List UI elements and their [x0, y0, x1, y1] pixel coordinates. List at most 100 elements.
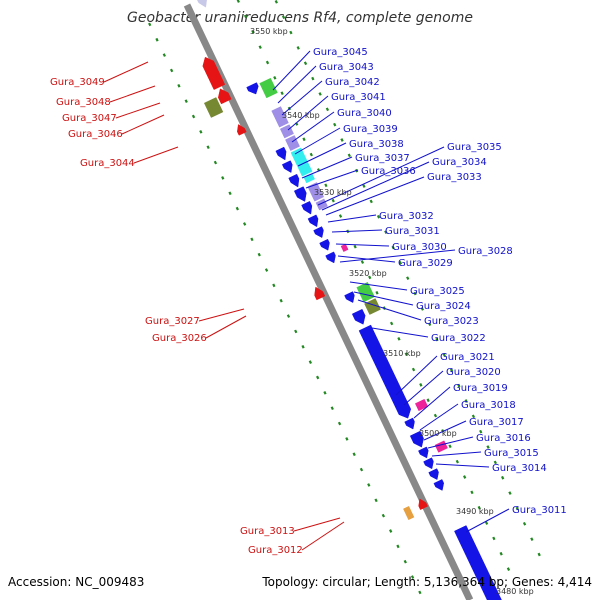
tick-label: 3540 kbp — [282, 111, 320, 120]
tick-label: 3510 kbp — [383, 349, 421, 358]
gene-label: Gura_3021 — [440, 352, 495, 363]
forward-gene — [275, 146, 287, 161]
feature-block — [403, 505, 415, 521]
connector-line — [293, 517, 341, 532]
feature-block — [434, 440, 448, 453]
forward-gene — [307, 214, 319, 228]
connector-line — [357, 299, 422, 321]
gene-features — [197, 0, 502, 600]
gene-label: Gura_3043 — [319, 62, 374, 73]
gene-label: Gura_3041 — [331, 92, 386, 103]
gene-label: Gura_3015 — [484, 448, 539, 459]
gene-label: Gura_3042 — [325, 77, 380, 88]
accession-text: Accession: NC_009483 — [8, 575, 144, 589]
tick-label: 3520 kbp — [349, 269, 387, 278]
forward-gene — [423, 457, 434, 470]
tick-label: 3480 kbp — [496, 587, 534, 596]
connector-line — [335, 243, 390, 247]
connector-line — [353, 291, 414, 306]
forward-gene — [351, 308, 366, 325]
gene-label: Gura_3049 — [50, 77, 105, 88]
connector-line — [419, 403, 459, 431]
gene-label: Gura_3024 — [416, 301, 471, 312]
forward-gene — [301, 200, 313, 215]
connector-line — [205, 315, 247, 339]
forward-gene — [409, 430, 424, 448]
connector-line — [294, 127, 341, 155]
connector-line — [272, 50, 311, 91]
scale-ticks: 3550 kbp 3540 kbp 3530 kbp 3520 kbp 3510… — [250, 27, 534, 596]
gene-label: Gura_3035 — [447, 142, 502, 153]
connector-line — [423, 420, 467, 441]
forward-gene — [404, 417, 415, 430]
tick-label: 3500 kbp — [419, 429, 457, 438]
connector-line — [301, 521, 345, 551]
gene-label: Gura_3011 — [512, 505, 567, 516]
gene-label: Gura_3017 — [469, 417, 524, 428]
gene-label: Gura_3028 — [458, 246, 513, 257]
forward-gene-labels: Gura_3045 Gura_3043 Gura_3042 Gura_3041 … — [313, 47, 567, 516]
gene-label: Gura_3030 — [392, 242, 447, 253]
gene-label: Gura_3037 — [355, 153, 410, 164]
reverse-gene — [418, 498, 428, 511]
feature-block — [414, 398, 429, 412]
gene-label: Gura_3039 — [343, 124, 398, 135]
connector-line — [305, 169, 359, 189]
connector-line — [403, 370, 444, 406]
gene-label: Gura_3038 — [349, 139, 404, 150]
gene-label: Gura_3046 — [68, 129, 123, 140]
reverse-gene — [314, 286, 326, 301]
feature-block — [203, 97, 224, 118]
connector-line — [297, 142, 347, 167]
connector-line — [121, 114, 165, 135]
gene-label: Gura_3036 — [361, 166, 416, 177]
connector-line — [371, 327, 429, 338]
forward-gene — [428, 468, 439, 480]
forward-gene — [433, 479, 444, 491]
connector-line — [413, 386, 451, 419]
connector-line — [339, 249, 456, 263]
forward-gene — [358, 324, 412, 419]
connector-line — [349, 281, 408, 291]
gene-label: Gura_3013 — [240, 526, 295, 537]
label-connectors — [103, 50, 510, 551]
feature-block — [259, 77, 278, 99]
connector-line — [281, 80, 323, 116]
gene-label: Gura_3020 — [446, 367, 501, 378]
gene-label: Gura_3014 — [492, 463, 547, 474]
gene-label: Gura_3044 — [80, 158, 135, 169]
connector-line — [115, 102, 161, 119]
tick-label: 3530 kbp — [314, 188, 352, 197]
gene-label: Gura_3018 — [461, 400, 516, 411]
gene-label: Gura_3047 — [62, 113, 117, 124]
connector-line — [435, 463, 490, 468]
connector-line — [465, 508, 510, 533]
connector-line — [317, 146, 445, 206]
connector-line — [395, 355, 438, 396]
connector-line — [133, 146, 179, 164]
forward-gene — [454, 525, 502, 600]
feature-block — [340, 243, 349, 252]
connector-line — [277, 65, 317, 104]
gene-label: Gura_3040 — [337, 108, 392, 119]
gene-label: Gura_3016 — [476, 433, 531, 444]
connector-line — [103, 61, 149, 83]
reverse-gene — [237, 124, 247, 136]
summary-text: Topology: circular; Length: 5,136,364 bp… — [261, 575, 592, 589]
gene-label: Gura_3033 — [427, 172, 482, 183]
gene-label: Gura_3023 — [424, 316, 479, 327]
gene-label: Gura_3031 — [385, 226, 440, 237]
gene-label: Gura_3012 — [248, 545, 303, 556]
tick-label: 3490 kbp — [456, 507, 494, 516]
gene-label: Gura_3045 — [313, 47, 368, 58]
gene-label: Gura_3019 — [453, 383, 508, 394]
gene-label: Gura_3025 — [410, 286, 465, 297]
feature-block — [364, 298, 381, 315]
connector-line — [301, 156, 353, 179]
forward-gene — [313, 226, 324, 238]
connector-line — [321, 161, 430, 211]
gene-label: Gura_3022 — [431, 333, 486, 344]
forward-gene — [246, 82, 259, 95]
gene-label: Gura_3026 — [152, 333, 207, 344]
